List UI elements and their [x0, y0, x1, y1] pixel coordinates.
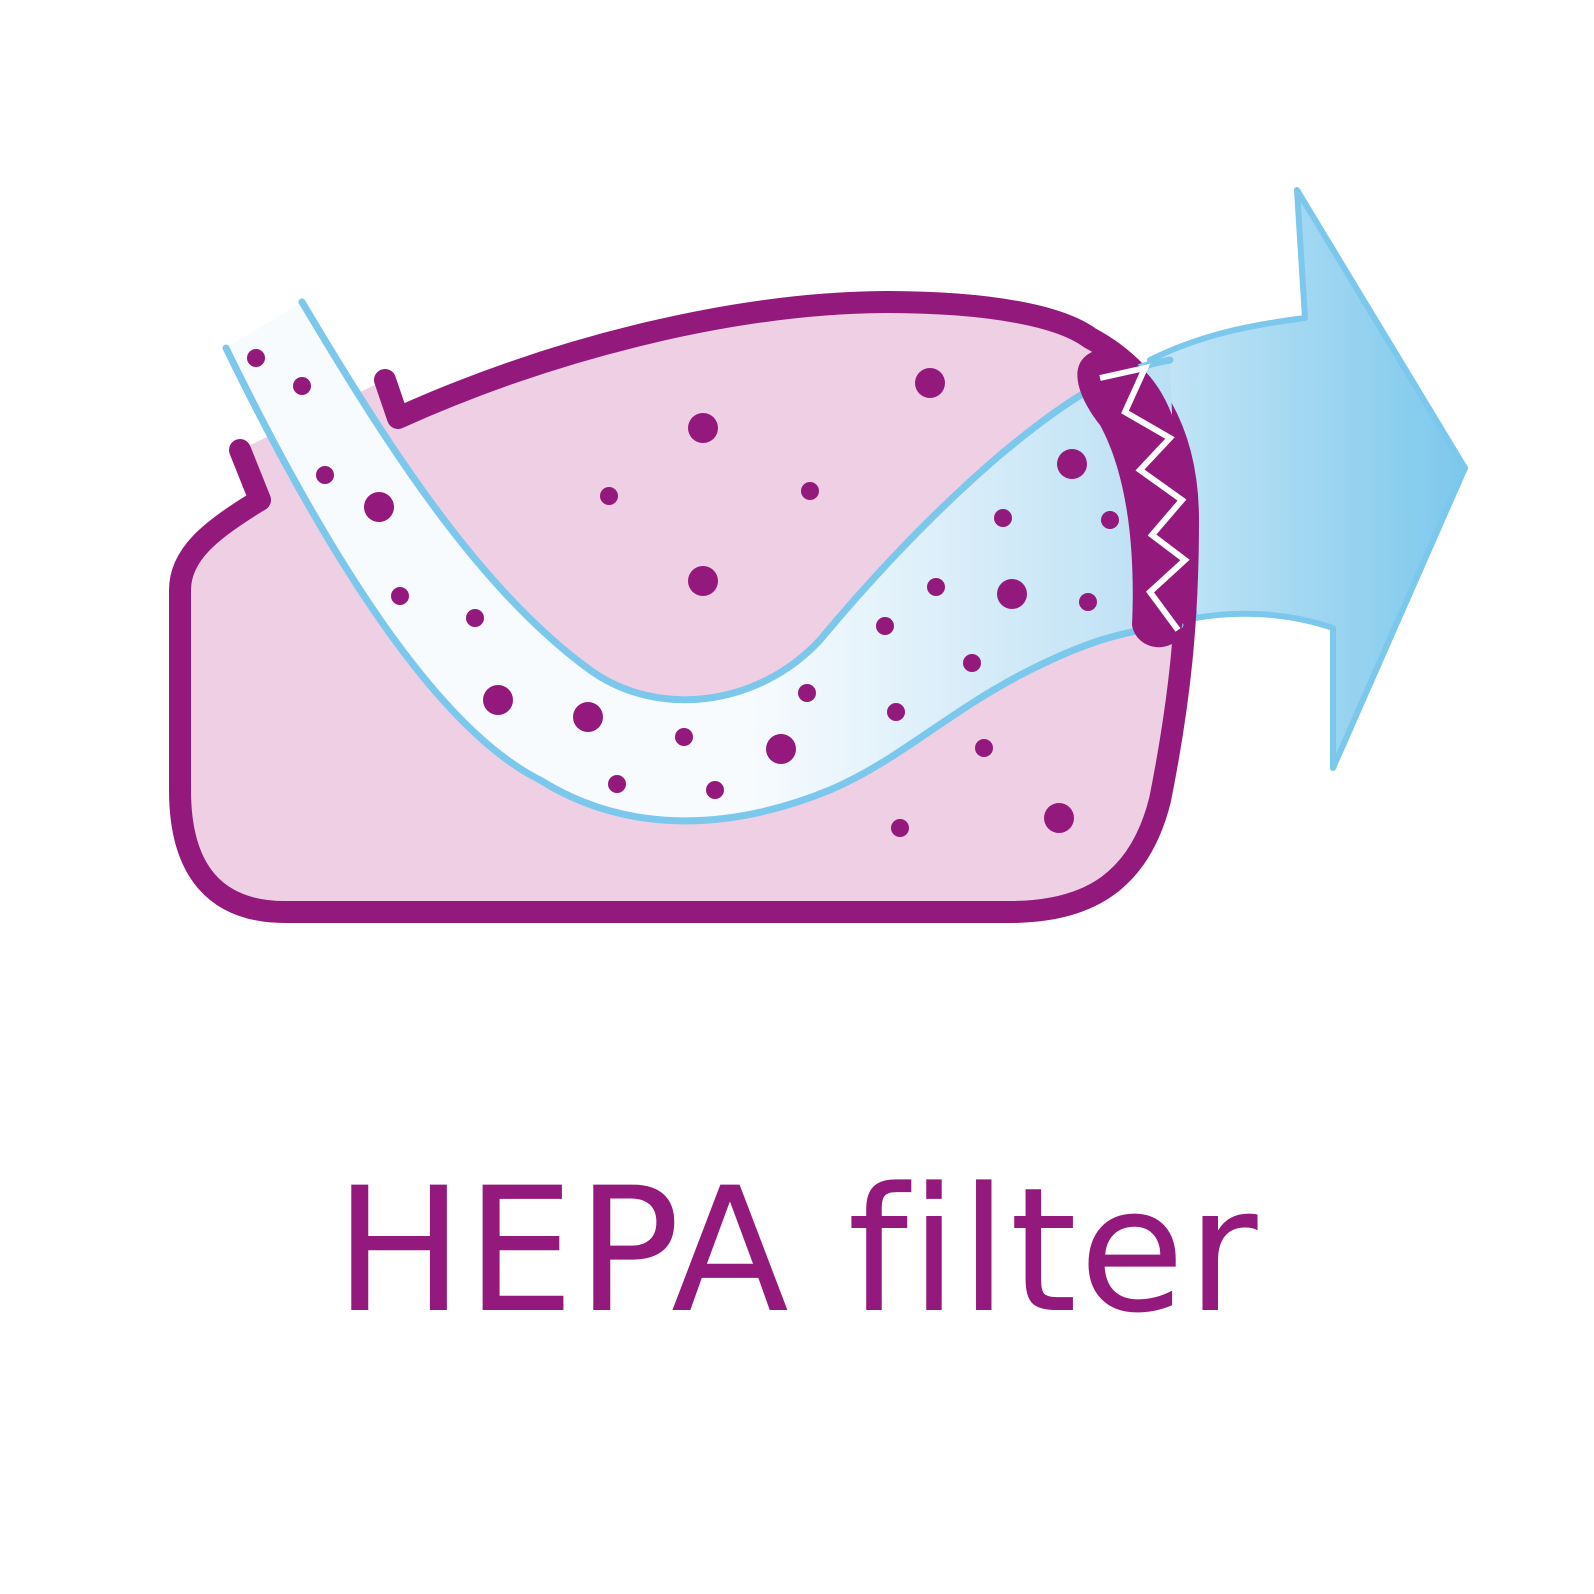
airflow-arrow-icon	[1147, 187, 1468, 771]
air-tube	[222, 298, 1184, 825]
hepa-filter-icon	[1077, 351, 1190, 648]
caption-label: HEPA filter	[334, 1150, 1260, 1351]
dust-particles	[247, 349, 1119, 837]
